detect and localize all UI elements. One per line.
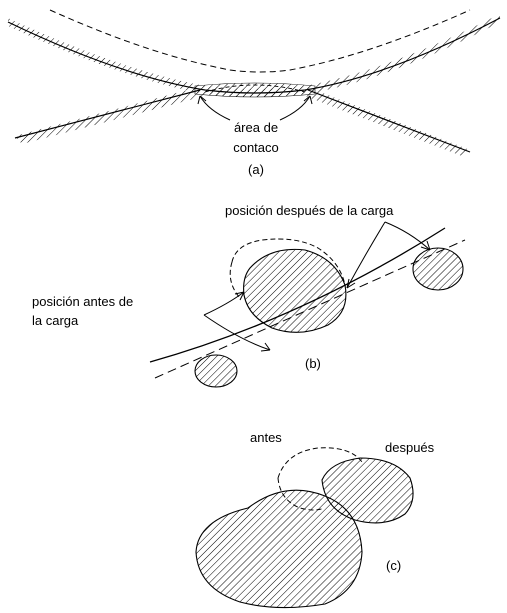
before-loading-label-line2: la carga	[32, 313, 79, 328]
after-arrowhead-1	[346, 278, 356, 289]
contact-area-label-line2: contaco	[233, 140, 279, 155]
contact-area-hatched	[194, 82, 316, 98]
panel-a	[7, 9, 501, 156]
before-arrowhead-2	[260, 342, 271, 352]
before-loading-label-line1: posición antes de	[32, 294, 134, 309]
large-grain-before-dashed	[229, 238, 346, 299]
upper-body-original-surface-dashed	[49, 9, 471, 73]
right-grain	[412, 247, 464, 291]
bottom-left-grain	[194, 354, 238, 388]
small-grain-before-dashed	[277, 447, 363, 511]
after-arrowhead-2	[420, 240, 431, 251]
contact-dashed-arc	[204, 84, 306, 93]
before-arrow-2	[203, 314, 271, 351]
contact-arrowhead-right	[303, 95, 313, 105]
before-label-c: antes	[250, 430, 282, 445]
after-arrow-2	[384, 221, 431, 251]
lower-body-right-edge	[307, 89, 471, 153]
small-grain-after	[321, 457, 414, 524]
after-arrow-1	[346, 221, 386, 289]
after-loading-label: posición después de la carga	[225, 203, 394, 218]
large-grain	[195, 489, 363, 609]
panel-b	[149, 221, 466, 388]
contact-arrow-left	[199, 95, 231, 121]
contact-area-label-line1: área de	[233, 120, 279, 135]
before-arrow-1	[203, 291, 245, 316]
panel-c-caption: (c)	[386, 558, 402, 573]
contact-arrow-right	[279, 95, 311, 121]
lower-body-left-hatched	[15, 88, 205, 144]
panel-c	[195, 447, 414, 609]
contact-arrowhead-left	[197, 95, 207, 105]
large-grain-after	[243, 248, 347, 333]
lower-body-left-edge	[14, 89, 201, 139]
panel-b-caption: (b)	[305, 356, 321, 371]
after-label-c: después	[385, 440, 435, 455]
panel-a-caption: (a)	[248, 162, 264, 177]
before-arrowhead-1	[234, 291, 245, 301]
